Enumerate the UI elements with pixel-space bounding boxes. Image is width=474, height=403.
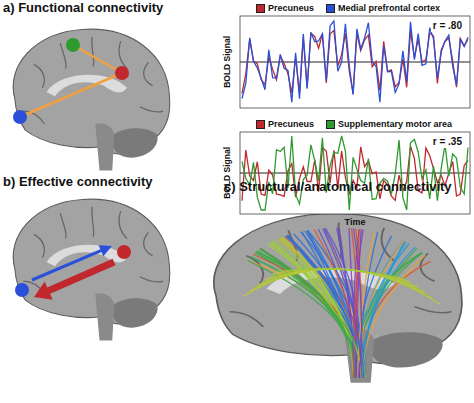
fiber	[287, 236, 364, 378]
fiber	[262, 269, 422, 290]
legend-text: Precuneus	[268, 119, 314, 129]
brain-slice	[13, 29, 170, 170]
region-dot	[115, 66, 129, 80]
fiber	[326, 228, 361, 377]
plot-frame	[240, 16, 470, 108]
fiber	[361, 241, 403, 378]
fiber	[324, 228, 359, 377]
signal-line	[242, 136, 468, 210]
panel-heading: a) Functional connectivity	[3, 1, 163, 16]
fiber	[362, 247, 416, 378]
connection-line	[73, 45, 122, 73]
correlation-value: r = .35	[431, 136, 464, 148]
time-series-plot	[240, 16, 470, 108]
plot-frame	[240, 132, 470, 214]
fiber	[243, 269, 440, 304]
legend-swatch	[256, 4, 265, 13]
region-dot	[13, 110, 27, 124]
signal-line	[242, 21, 468, 102]
axis-label: BOLD Signal	[223, 36, 233, 88]
fiber	[276, 269, 406, 279]
fiber	[323, 229, 362, 378]
fiber	[251, 257, 363, 378]
panel-heading: b) Effective connectivity	[3, 175, 153, 190]
legend-swatch	[326, 4, 335, 13]
fiber	[358, 231, 375, 377]
brain-slice	[214, 214, 462, 383]
region-dot	[66, 38, 80, 52]
fiber	[272, 242, 365, 378]
fiber	[354, 228, 362, 377]
legend-swatch	[256, 120, 265, 129]
time-series-plot	[240, 132, 470, 214]
brain-slice	[13, 199, 170, 340]
fiber	[248, 261, 358, 378]
directed-arrows	[31, 245, 115, 300]
fiber	[278, 239, 363, 378]
legend-text: Medial prefrontal cortex	[338, 3, 440, 13]
arrow	[31, 245, 112, 281]
region-dot	[15, 283, 29, 297]
connection-line	[20, 73, 122, 117]
legend-text: Supplementary motor area	[338, 119, 452, 129]
fiber	[360, 241, 403, 378]
fiber	[365, 242, 406, 378]
region-dot	[117, 245, 131, 259]
legend-swatch	[326, 120, 335, 129]
correlation-value: r = .80	[431, 20, 464, 32]
legend-text: Precuneus	[268, 3, 314, 13]
axis-label: Time	[345, 217, 366, 227]
fiber	[265, 269, 417, 287]
fiber	[269, 269, 414, 285]
fiber	[288, 235, 364, 377]
fiber	[273, 269, 410, 282]
arrow	[34, 259, 115, 300]
fiber	[250, 269, 432, 298]
fiber	[247, 269, 436, 301]
panel-heading: c) Structural/anatomical connectivity	[224, 180, 452, 195]
fiber	[258, 269, 425, 293]
fiber-tracts	[243, 228, 440, 378]
fiber	[254, 269, 428, 296]
